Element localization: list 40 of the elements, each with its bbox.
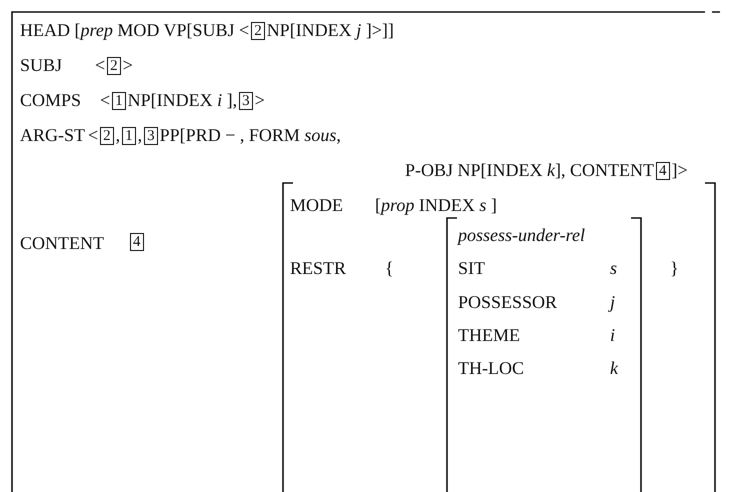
matrix-text: PP[PRD − , FORM sous, [160,125,341,146]
matrix-text: i [610,325,616,346]
matrix-text: [prop INDEX s ] [375,195,497,216]
tag-number: 1 [112,92,126,110]
matrix-text: > [122,55,133,76]
matrix-text: } [670,258,679,279]
matrix-text: possess-under-rel [458,225,585,246]
matrix-text: CONTENT [20,233,104,254]
matrix-text: , [116,125,120,146]
matrix-text: P-OBJ NP[INDEX k], CONTENT [405,160,654,181]
matrix-text: , [138,125,142,146]
matrix-text: < [88,125,98,146]
tag-number: 3 [144,126,158,144]
matrix-text: COMPS [20,90,82,111]
matrix-text: SUBJ [20,55,62,76]
tag-number: 4 [130,233,144,251]
matrix-text: NP[INDEX j ]>]] [266,20,394,41]
matrix-text: > [254,90,265,111]
matrix-text: TH-LOC [458,358,524,379]
matrix-text: POSSESSOR [458,292,558,313]
matrix-text: < [95,55,106,76]
matrix-text: MODE [290,195,343,216]
tag-number: 3 [239,92,253,110]
tag-number: 2 [100,126,114,144]
matrix-text: RESTR [290,258,346,279]
matrix-text: < [100,90,110,111]
tag-number: 1 [122,126,136,144]
tag-number: 2 [251,22,265,40]
matrix-text: ]> [672,160,688,181]
matrix-text: k [610,358,618,379]
matrix-text: NP[INDEX i ], [128,90,238,111]
matrix-text: j [610,292,616,313]
matrix-text: ARG-ST [20,125,86,146]
matrix-text: THEME [458,325,520,346]
matrix-text: SIT [458,258,485,279]
tag-number: 2 [107,56,121,74]
matrix-text: HEAD [prep MOD VP[SUBJ < [20,20,250,41]
tag-number: 4 [656,162,670,180]
matrix-text: s [610,258,618,279]
matrix-text: { [385,258,394,279]
